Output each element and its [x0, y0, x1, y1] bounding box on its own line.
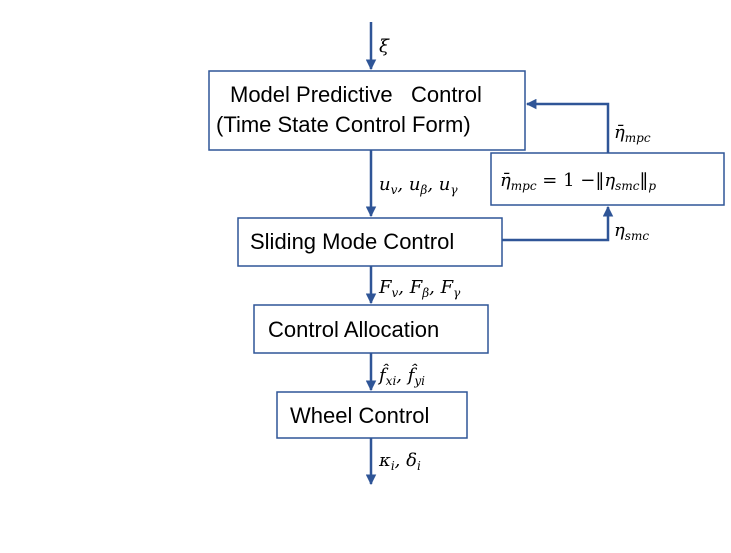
input-label-xi: ξ — [379, 36, 390, 57]
smc-label: Sliding Mode Control — [250, 229, 454, 254]
signal-u-label: uv, uβ, uγ — [379, 174, 458, 197]
formula-text: η̄mpc = 1 −‖ηsmc‖p — [500, 170, 656, 193]
signal-F-label: Fv, Fβ, Fγ — [378, 277, 461, 300]
mpc-box — [208, 70, 526, 151]
alloc-label: Control Allocation — [268, 317, 439, 342]
alloc-box — [253, 304, 489, 354]
eta-mpc-bar-label: η̄mpc — [614, 122, 651, 145]
wheel-label: Wheel Control — [290, 403, 429, 428]
eta-smc-label: ηsmc — [614, 220, 649, 243]
formula-to-mpc-arrow — [525, 98, 610, 153]
signal-f-label: f̂xi, f̂yi — [377, 363, 425, 388]
mpc-label-line2: (Time State Control Form) — [216, 112, 471, 137]
wheel-box — [276, 391, 468, 439]
smc-box — [237, 217, 503, 267]
smc-to-formula-arrow — [502, 205, 614, 242]
mpc-label-line1: Model Predictive Control — [230, 82, 482, 107]
formula-box — [490, 152, 725, 206]
signal-out-label: κi, δi — [378, 450, 421, 473]
